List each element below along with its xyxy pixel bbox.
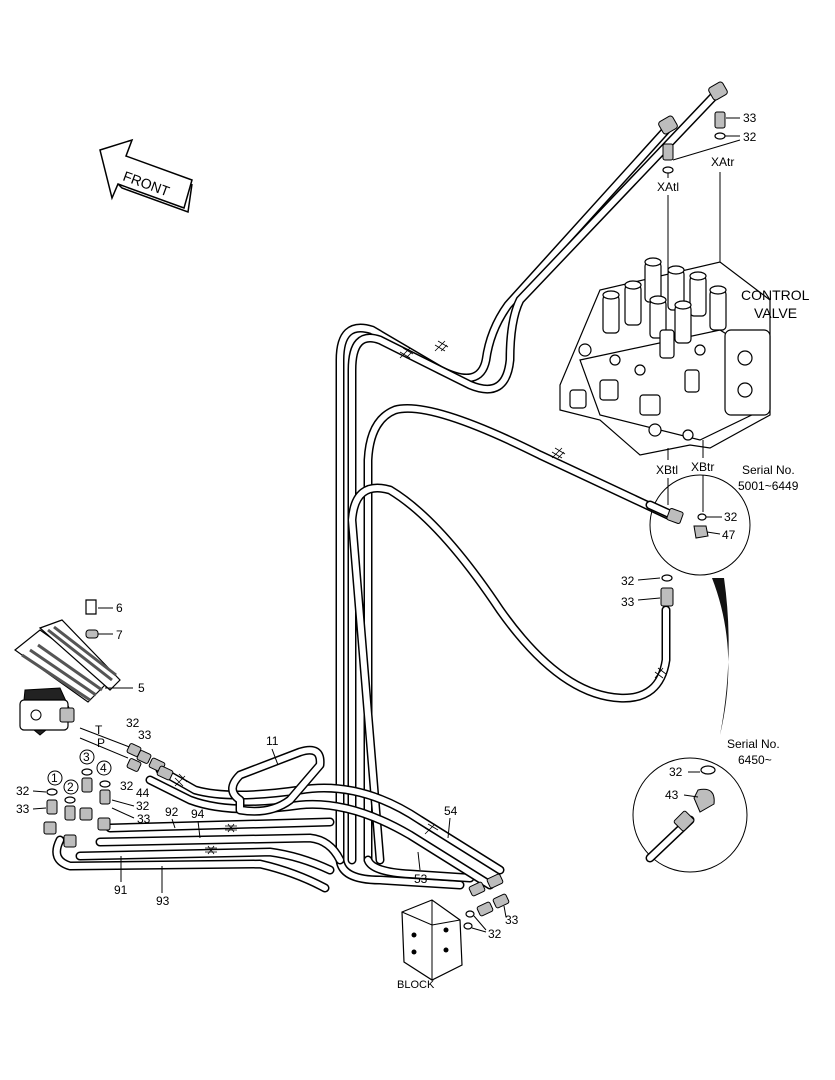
circled-3: 3 [83,750,90,764]
callout-7: 7 [116,628,123,642]
callout-44: 44 [136,786,150,800]
block [401,873,510,981]
callout-94: 94 [191,807,205,821]
callout-32-left: 32 [621,574,635,588]
circled-1: 1 [51,771,58,785]
detail-circle-serial-2: 32 43 Serial No. 6450~ [632,737,780,873]
callout-33-c: 33 [137,812,151,826]
port-xatr: XAtr [711,155,734,169]
callout-32-block: 32 [488,927,502,941]
callout-91: 91 [114,883,128,897]
serial-2-line1: Serial No. [727,737,780,751]
pilot-hoses [52,89,721,893]
control-valve-label-2: VALVE [754,305,797,321]
circled-2: 2 [67,780,74,794]
callout-33-left: 33 [621,595,635,609]
valve-spools [569,257,727,441]
callout-32-mid: 32 [724,510,738,524]
callout-33-d: 33 [16,802,30,816]
callout-33-top: 33 [743,111,757,125]
left-fittings: 1 2 3 4 [43,749,112,848]
serial-2-line2: 6450~ [738,753,772,767]
callout-32-d: 32 [16,784,30,798]
circled-4: 4 [100,761,107,775]
callout-53: 53 [414,872,428,886]
pedal-fittings [126,743,174,781]
callout-93: 93 [156,894,170,908]
port-xbtl: XBtl [656,463,678,477]
block-label: BLOCK [397,979,435,991]
callout-32-top: 32 [743,130,757,144]
port-t: T [95,723,103,737]
callout-11: 11 [266,734,279,748]
callout-32-a: 32 [126,716,140,730]
callout-5: 5 [138,681,145,695]
callout-6: 6 [116,601,123,615]
detail-circle-serial-1: 32 47 Serial No. 5001~6449 [645,463,799,576]
callout-92: 92 [165,805,179,819]
pedal-valve [14,599,133,736]
port-p: P [97,736,105,750]
port-xbtr: XBtr [691,460,714,474]
callout-33-block: 33 [505,913,519,927]
control-valve: CONTROL VALVE [559,257,810,456]
callout-54: 54 [444,804,458,818]
port-xatl: XAtl [657,180,679,194]
control-valve-label-1: CONTROL [741,287,810,303]
top-fittings [658,81,741,345]
front-arrow: FRONT [99,138,193,214]
callout-47: 47 [722,528,736,542]
callout-32-s2: 32 [669,765,683,779]
callout-43: 43 [665,788,679,802]
serial-1-line1: Serial No. [742,463,795,477]
serial-1-line2: 5001~6449 [738,479,799,493]
serial-leader [712,578,729,735]
callout-33-a: 33 [138,728,152,742]
callout-32-c: 32 [136,799,150,813]
callout-32-b: 32 [120,779,134,793]
